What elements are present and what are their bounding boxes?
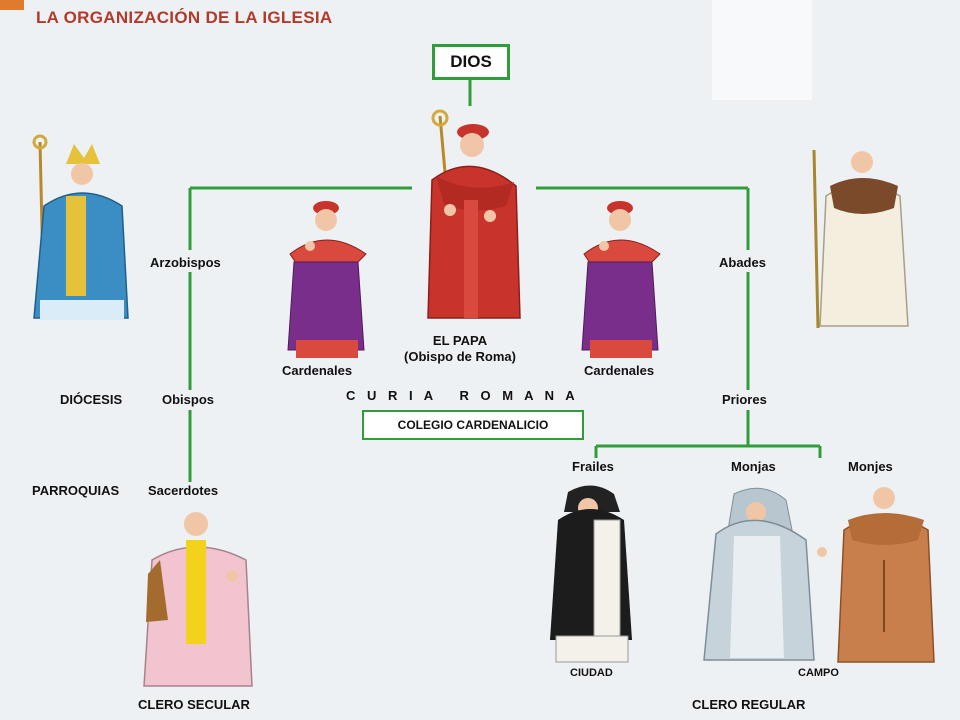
papa-label: EL PAPA (Obispo de Roma) — [400, 333, 520, 365]
dios-box: DIOS — [432, 44, 510, 80]
archbishop-figure — [32, 134, 129, 320]
diocesis-label: DIÓCESIS — [60, 392, 123, 407]
papa-subtitle: (Obispo de Roma) — [404, 349, 516, 364]
monjas-label: Monjas — [731, 459, 776, 474]
cardenales-right-label: Cardenales — [584, 363, 655, 378]
obispos-label: Obispos — [162, 392, 215, 407]
dios-label: DIOS — [450, 52, 492, 71]
clero-regular-label: CLERO REGULAR — [692, 697, 806, 712]
papa-title: EL PAPA — [432, 333, 488, 348]
cardinal-right-figure — [581, 201, 661, 358]
monjes-label: Monjes — [848, 459, 893, 474]
colegio-cardenalicio-box: COLEGIO CARDENALICIO — [362, 410, 584, 440]
monk-figure — [837, 487, 935, 663]
priores-label: Priores — [722, 392, 767, 407]
background-panel — [712, 0, 812, 100]
friar-figure — [550, 485, 632, 663]
abades-label: Abades — [719, 255, 766, 270]
ciudad-label: CIUDAD — [570, 667, 613, 679]
abbot-figure — [812, 149, 909, 329]
colegio-label: COLEGIO CARDENALICIO — [397, 418, 549, 432]
clero-secular-label: CLERO SECULAR — [138, 697, 250, 712]
pope-figure — [427, 109, 521, 319]
frailes-label: Frailes — [572, 459, 614, 474]
campo-label: CAMPO — [798, 667, 839, 679]
nun-figure — [703, 487, 827, 661]
section-badge — [0, 0, 24, 10]
page-title: LA ORGANIZACIÓN DE LA IGLESIA — [36, 8, 333, 27]
cardenales-left-label: Cardenales — [282, 363, 353, 378]
cardinal-left-figure — [287, 201, 367, 358]
priest-figure — [143, 512, 253, 687]
parroquias-label: PARROQUIAS — [32, 483, 120, 498]
curia-romana-label: C U R I A R O M A N A — [346, 388, 579, 403]
arzobispos-label: Arzobispos — [150, 255, 221, 270]
sacerdotes-label: Sacerdotes — [148, 483, 219, 498]
